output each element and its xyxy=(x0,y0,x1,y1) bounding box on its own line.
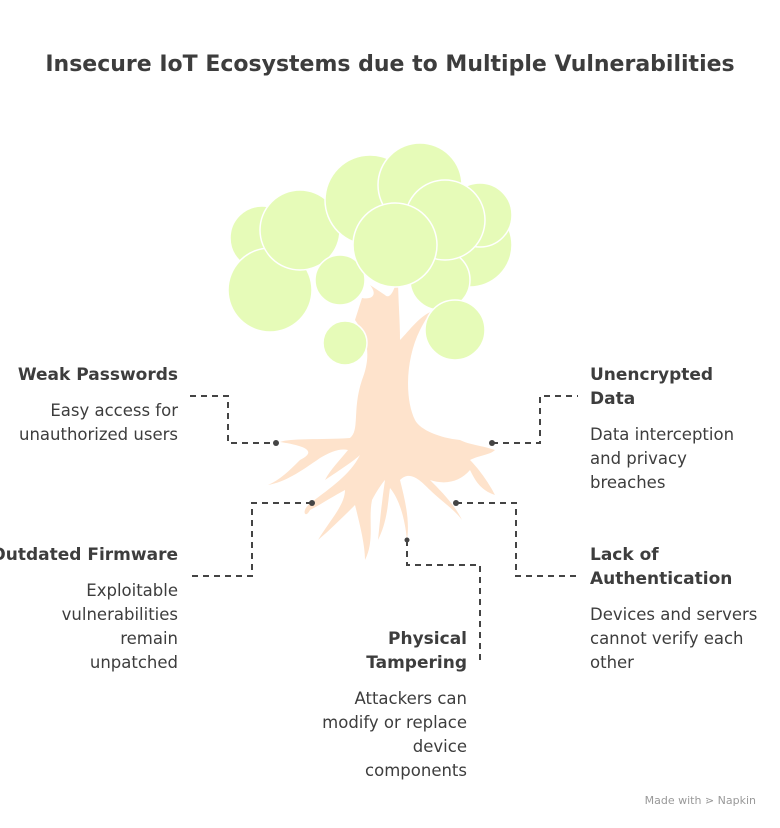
item-lack-of-authentication: Lack of Authentication Devices and serve… xyxy=(590,543,760,675)
connector-physical-tampering xyxy=(406,540,481,660)
connector-weak-passwords xyxy=(190,395,276,444)
connector-dots xyxy=(273,440,495,543)
connector-outdated-firmware xyxy=(190,502,312,577)
item-description: Devices and servers cannot verify each o… xyxy=(590,605,758,672)
tree-foliage xyxy=(227,142,513,366)
item-description: Easy access for unauthorized users xyxy=(19,401,178,444)
item-physical-tampering: Physical Tampering Attackers can modify … xyxy=(290,627,467,783)
connector-unencrypted-data xyxy=(492,395,578,444)
item-heading: Physical Tampering xyxy=(366,629,467,673)
item-heading: Lack of Authentication xyxy=(590,545,733,589)
connector-lines xyxy=(190,395,578,660)
item-description: Attackers can modify or replace device c… xyxy=(322,689,467,780)
item-outdated-firmware: Outdated Firmware Exploitable vulnerabil… xyxy=(0,543,178,675)
item-weak-passwords: Weak Passwords Easy access for unauthori… xyxy=(0,363,178,447)
item-unencrypted-data: Unencrypted Data Data interception and p… xyxy=(590,363,760,495)
item-heading: Weak Passwords xyxy=(17,365,178,385)
item-description: Data interception and privacy breaches xyxy=(590,425,735,492)
diagram-title: Insecure IoT Ecosystems due to Multiple … xyxy=(45,52,735,77)
tree-trunk-roots xyxy=(268,275,495,560)
napkin-footer: Made with ⋗ Napkin xyxy=(644,794,756,807)
item-heading: Outdated Firmware xyxy=(0,545,178,565)
item-heading: Unencrypted Data xyxy=(590,365,714,409)
item-description: Exploitable vulnerabilities remain unpat… xyxy=(61,581,178,672)
